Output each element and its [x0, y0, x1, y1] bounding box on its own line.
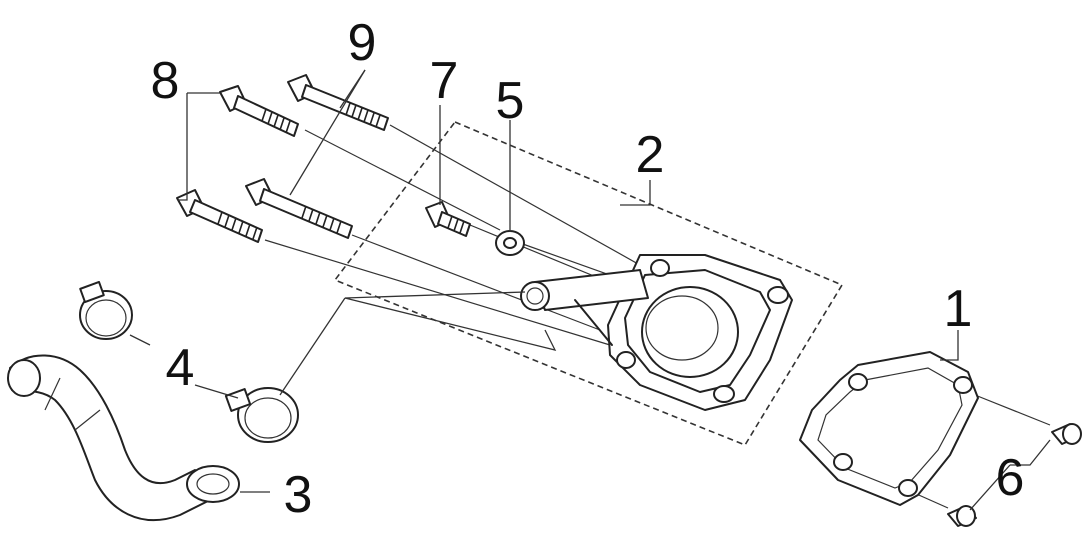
label-part-1: 1: [944, 280, 973, 338]
part-5-washer: [495, 230, 525, 256]
label-part-4: 4: [166, 339, 195, 397]
leader-lines: [129, 69, 1051, 511]
part-3-hose: [7, 354, 240, 521]
part-9-bolt-lower: [245, 178, 353, 239]
part-6-dowel-pin-upper: [1051, 423, 1082, 445]
part-2-pump-housing: [520, 254, 793, 411]
part-2-assembly-box: [333, 121, 844, 446]
label-part-8: 8: [151, 52, 180, 110]
part-6-dowel-pin-lower: [947, 505, 977, 527]
label-part-3: 3: [284, 466, 313, 524]
label-part-6: 6: [996, 449, 1025, 507]
part-8-bolt-upper: [219, 85, 299, 137]
label-part-9: 9: [348, 14, 377, 72]
part-7-bolt: [425, 201, 471, 237]
part-1-gasket: [799, 351, 979, 506]
part-4-hose-clamp-lower: [224, 387, 299, 443]
label-part-5: 5: [496, 72, 525, 130]
label-part-2: 2: [636, 126, 665, 184]
part-8-bolt-lower: [176, 189, 263, 243]
part-9-bolt-upper: [287, 74, 389, 131]
part-4-hose-clamp-upper: [79, 281, 133, 340]
label-part-7: 7: [430, 52, 459, 110]
